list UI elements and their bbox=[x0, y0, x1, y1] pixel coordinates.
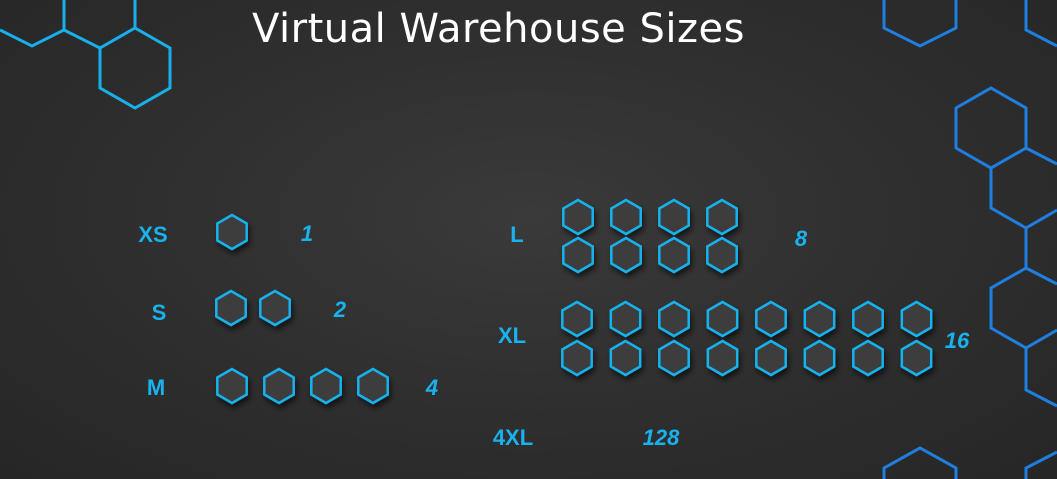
decor-hex-right-3 bbox=[989, 228, 1057, 350]
decor-hex-right-2 bbox=[989, 146, 1057, 230]
node-xl-6-hexagon-icon bbox=[803, 300, 836, 338]
node-l-4-hexagon-icon bbox=[706, 198, 738, 236]
node-s-2-hexagon-icon bbox=[259, 289, 291, 327]
count-label-m: 4 bbox=[425, 375, 439, 400]
node-xl-3-hexagon-icon bbox=[658, 300, 690, 338]
node-xs-1-hexagon-icon bbox=[216, 213, 248, 251]
decor-hex-top-right bbox=[882, 0, 958, 48]
node-l-8-hexagon-icon bbox=[706, 236, 738, 274]
node-xl-7-hexagon-icon bbox=[852, 300, 884, 338]
node-xl-11-hexagon-icon bbox=[658, 339, 690, 377]
count-label-4xl: 128 bbox=[642, 425, 680, 450]
node-xl-15-hexagon-icon bbox=[852, 339, 884, 377]
decor-hex-bottom-right bbox=[882, 446, 1057, 479]
node-xl-2-hexagon-icon bbox=[609, 300, 642, 338]
count-label-l: 8 bbox=[794, 226, 808, 251]
node-xl-4-hexagon-icon bbox=[706, 300, 739, 338]
node-xl-1-hexagon-icon bbox=[561, 300, 593, 338]
node-l-3-hexagon-icon bbox=[658, 198, 690, 236]
node-xl-5-hexagon-icon bbox=[755, 300, 787, 338]
node-xl-10-hexagon-icon bbox=[609, 339, 642, 377]
node-l-5-hexagon-icon bbox=[562, 236, 594, 274]
size-label-xs: XS bbox=[138, 222, 168, 247]
decor-hex-right-4 bbox=[1024, 348, 1057, 408]
node-xl-16-hexagon-icon bbox=[900, 339, 933, 377]
size-label-l: L bbox=[510, 222, 524, 247]
node-m-3-hexagon-icon bbox=[310, 367, 342, 405]
node-l-2-hexagon-icon bbox=[610, 198, 642, 236]
node-l-7-hexagon-icon bbox=[658, 236, 690, 274]
node-xl-12-hexagon-icon bbox=[706, 339, 739, 377]
decor-hex-top-left-2 bbox=[63, 0, 172, 110]
node-xl-14-hexagon-icon bbox=[803, 339, 836, 377]
node-xl-8-hexagon-icon bbox=[900, 300, 933, 338]
count-label-s: 2 bbox=[333, 297, 347, 322]
node-m-2-hexagon-icon bbox=[263, 367, 295, 405]
size-label-s: S bbox=[151, 300, 167, 325]
size-label-m: M bbox=[146, 375, 166, 400]
node-xl-13-hexagon-icon bbox=[755, 339, 787, 377]
node-s-1-hexagon-icon bbox=[215, 289, 247, 327]
node-m-1-hexagon-icon bbox=[216, 367, 248, 405]
decor-hex-right-edge bbox=[1024, 0, 1057, 48]
page-title: Virtual Warehouse Sizes bbox=[252, 6, 745, 52]
node-l-1-hexagon-icon bbox=[562, 198, 594, 236]
size-label-4xl: 4XL bbox=[492, 425, 534, 450]
node-l-6-hexagon-icon bbox=[610, 236, 642, 274]
node-xl-9-hexagon-icon bbox=[561, 339, 593, 377]
size-label-xl: XL bbox=[497, 323, 527, 348]
count-label-xl: 16 bbox=[944, 328, 970, 353]
decor-hex-top-left bbox=[0, 0, 66, 48]
count-label-xs: 1 bbox=[300, 221, 314, 246]
node-m-4-hexagon-icon bbox=[357, 367, 389, 405]
